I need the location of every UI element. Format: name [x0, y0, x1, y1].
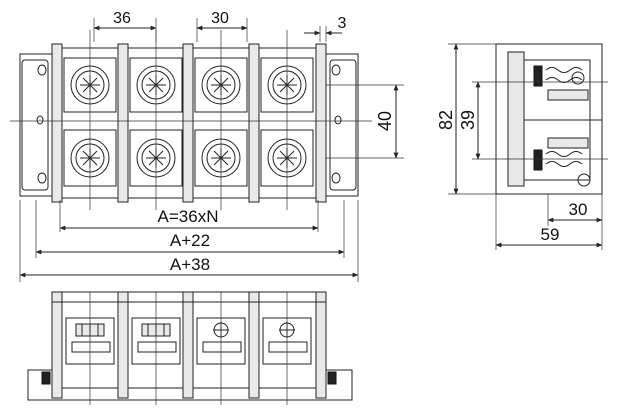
- barrier-2: [117, 43, 129, 203]
- dim-width-label: 30: [211, 10, 229, 27]
- side-view: 82 39 30 59: [436, 43, 608, 250]
- front-view: [27, 291, 353, 405]
- left-mount-hole-mid: [36, 115, 44, 125]
- right-mount-hole-top: [331, 64, 341, 76]
- screw-head-icon: [571, 71, 585, 85]
- front-right-screw: [327, 371, 337, 385]
- top-view: 36 30 3 40 A=36xN A+22 A+38: [10, 10, 404, 282]
- front-left-screw: [41, 371, 51, 385]
- right-mount-hole-bottom: [331, 172, 341, 184]
- right-mount-tab: [329, 59, 357, 191]
- dim-pitch-label: 36: [113, 10, 131, 27]
- dim-side-depth-total-label: 59: [541, 225, 560, 244]
- left-mount-hole-bottom: [37, 172, 47, 184]
- dim-side-height-label: 82: [436, 110, 456, 130]
- dim-total-c-label: A+38: [170, 255, 210, 274]
- dim-side-depth-small-label: 30: [569, 200, 588, 219]
- spring-icon: [545, 67, 583, 83]
- barrier-5: [315, 43, 327, 203]
- left-mount-tab: [21, 59, 49, 191]
- dim-total-a-label: A=36xN: [158, 207, 219, 226]
- dim-gap-label: 3: [338, 15, 347, 32]
- left-mount-hole-top: [37, 64, 47, 76]
- spring-icon: [545, 151, 583, 167]
- barrier-4: [248, 43, 260, 203]
- barrier-1: [51, 43, 63, 203]
- screw-head-icon: [577, 173, 591, 187]
- barrier-3: [182, 43, 194, 203]
- dim-side-inner-label: 39: [458, 110, 478, 130]
- right-mount-hole-mid: [334, 115, 342, 125]
- dim-total-b-label: A+22: [170, 231, 210, 250]
- dim-row-spacing-label: 40: [375, 111, 395, 131]
